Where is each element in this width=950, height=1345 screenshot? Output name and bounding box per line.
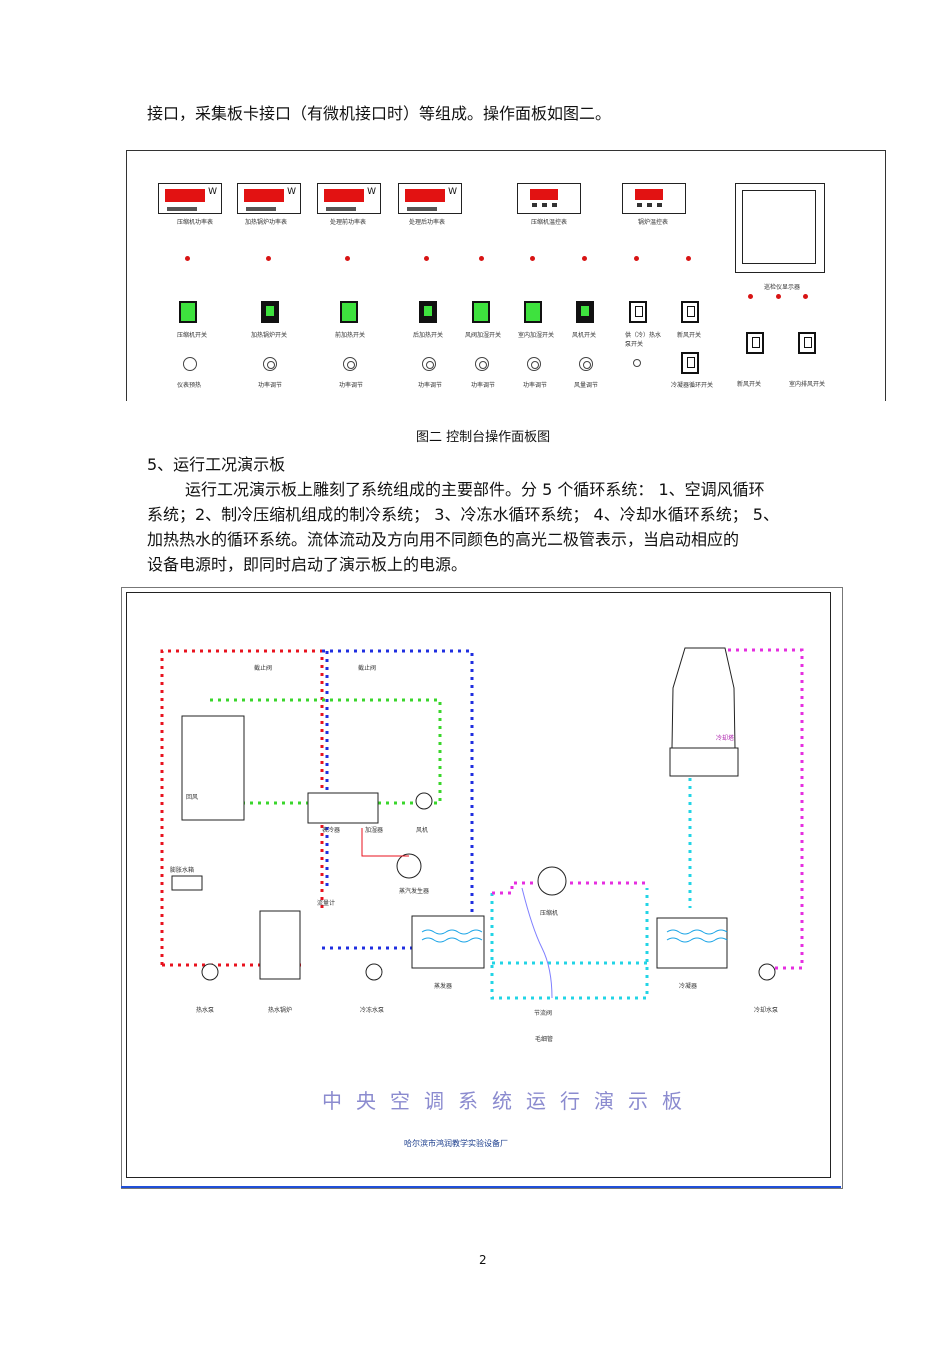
right-fresh-air-switch[interactable] [746,332,764,354]
valve-label: 截止阀 [254,665,273,672]
indicator-led [634,256,639,261]
knob-label: 功率调节 [471,382,496,389]
cooling-pump-label: 冷却水泵 [754,1007,779,1014]
condenser-cycle-switch[interactable] [681,352,699,374]
steam-gen-label: 蒸汽发生器 [399,888,430,895]
air-humidify-switch[interactable] [472,301,490,323]
indicator-led [345,256,350,261]
meter-label: 加热锅炉功率表 [245,219,288,226]
room-exhaust-switch[interactable] [798,332,816,354]
section-heading: 5、运行工况演示板 [147,455,286,474]
indicator-led [479,256,484,261]
fresh-air-switch[interactable] [681,301,699,323]
airflow-knob[interactable] [579,357,593,371]
power-meter-3: W [317,183,381,214]
inspection-display [735,183,825,273]
controller-label: 压缩机温控表 [531,219,568,226]
power-meter-1: W [158,183,222,214]
intro-line: 接口，采集板卡接口（有微机接口时）等组成。操作面板如图二。 [147,104,612,123]
board-title: 中央空调系统运行演示板 [322,1089,696,1113]
controller-label: 锅炉温控表 [638,219,669,226]
paragraph-line: 设备电源时，即同时启动了演示板上的电源。 [147,555,468,574]
switch-label: 室内排风开关 [789,381,826,388]
figure-caption: 图二 控制台操作面板图 [416,430,551,445]
power-meter-4: W [398,183,462,214]
switch-label: 后加热开关 [413,332,444,339]
temp-controller-1 [517,183,581,214]
power-knob[interactable] [263,357,277,371]
switch-label: 风阀加湿开关 [465,332,502,339]
power-meter-2: W [237,183,301,214]
paragraph-line: 系统；2、制冷压缩机组成的制冷系统； 3、冷冻水循环系统； 4、冷却水循环系统；… [147,505,779,524]
room-humidify-switch[interactable] [524,301,542,323]
preheat-switch[interactable] [340,301,358,323]
condenser-label: 冷凝器 [679,983,698,990]
heater-label: 表冷器 [322,827,341,834]
switch-label: 室内加湿开关 [518,332,555,339]
knob-label: 功率调节 [523,382,548,389]
preheat-knob[interactable] [183,357,197,371]
switch-label: 供（冷）热水泵开关 [625,332,662,348]
knob-label: 风量调节 [574,382,599,389]
switch-label: 新风开关 [737,381,762,388]
indicator-led [266,256,271,261]
evaporator-label: 蒸发器 [434,983,453,990]
indicator-led [776,294,781,299]
compressor-label: 压缩机 [540,910,559,917]
indicator-led [185,256,190,261]
demo-board-figure: 冷却塔 压缩机 蒸发器 冷凝器 热水泵 热水锅炉 冷冻水泵 冷却水泵 膨胀水箱 … [121,587,843,1189]
control-panel-figure: W W W W 压缩机功率表 加热锅炉功率表 处理前功率表 处理后功率表 压缩机… [126,150,886,401]
switch-label: 压缩机开关 [177,332,208,339]
water-pump-switch[interactable] [629,301,647,323]
compressor-switch[interactable] [179,301,197,323]
indicator-led [530,256,535,261]
system-diagram [160,647,804,1000]
meter-label: 压缩机功率表 [177,219,214,226]
chilled-pump-label: 冷冻水泵 [360,1007,385,1014]
indicator-led [582,256,587,261]
switch-label: 前加热开关 [335,332,366,339]
power-knob[interactable] [527,357,541,371]
hot-pump-label: 热水泵 [196,1007,215,1014]
power-knob[interactable] [422,357,436,371]
board-subtitle: 哈尔滨市鸿润教学实验设备厂 [404,1139,508,1148]
indicator-led [686,256,691,261]
fan-label: 风机 [416,827,429,834]
switch-label: 风机开关 [572,332,597,339]
divider [121,1186,841,1188]
switch-label: 新风开关 [677,332,702,339]
return-air-label: 回风 [186,794,199,801]
cooling-tower-label: 冷却塔 [716,735,735,742]
knob-label: 功率调节 [258,382,283,389]
boiler-switch[interactable] [261,301,279,323]
valve-label: 截止阀 [358,665,377,672]
paragraph-line: 加热热水的循环系统。流体流动及方向用不同颜色的高光二极管表示，当启动相应的 [147,530,740,549]
knob-label: 冷凝器循环开关 [671,382,714,389]
knob-label: 仪表预热 [177,382,202,389]
indicator-led [748,294,753,299]
meter-label: 处理后功率表 [409,219,446,226]
flowmeter-label: 流量计 [317,900,336,907]
boiler-label: 热水锅炉 [268,1007,293,1014]
paragraph-line: 运行工况演示板上雕刻了系统组成的主要部件。分 5 个循环系统： 1、空调风循环 [185,480,765,499]
power-knob[interactable] [343,357,357,371]
switch-label: 加热锅炉开关 [251,332,288,339]
power-knob[interactable] [475,357,489,371]
throttle-valve-label: 节流阀 [534,1010,553,1017]
fan-switch[interactable] [576,301,594,323]
humidifier-label: 加湿器 [365,827,384,834]
capillary-label: 毛细管 [535,1036,554,1043]
indicator-led [424,256,429,261]
indicator-led [803,294,808,299]
indicator-dot [633,359,641,367]
screen-label: 巡检仪显示器 [764,284,801,291]
meter-label: 处理前功率表 [330,219,367,226]
knob-label: 功率调节 [418,382,443,389]
temp-controller-2 [622,183,686,214]
postheat-switch[interactable] [419,301,437,323]
knob-label: 功率调节 [339,382,364,389]
page-number: 2 [479,1253,487,1267]
expansion-tank-label: 膨胀水箱 [170,867,195,874]
